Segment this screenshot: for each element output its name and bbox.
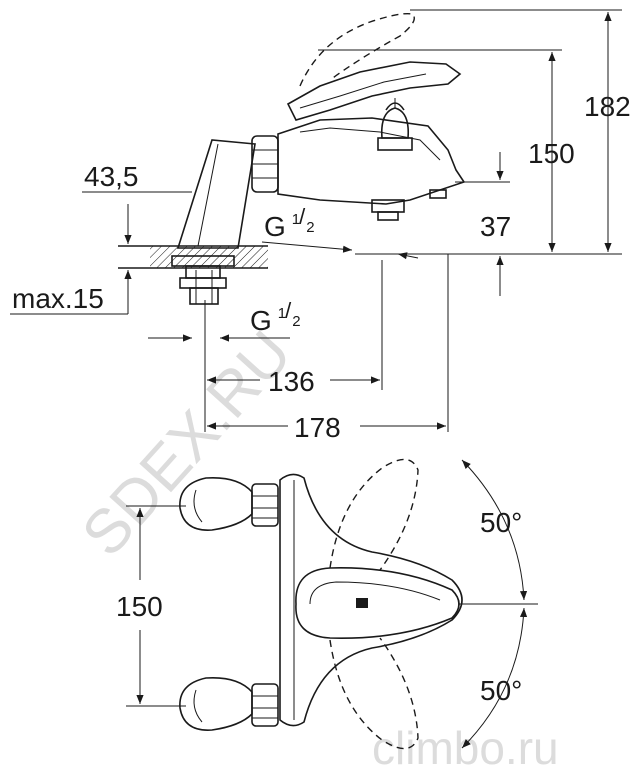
dim-max-15: max.15 [12,283,104,314]
dim-37: 37 [480,211,511,242]
top-view: 50° 50° 150 [116,458,538,750]
thread-bottom-main: G [250,305,272,336]
lower-inlet [179,676,279,731]
top-lever [295,567,460,639]
watermark-diagonal: SDEX.RU [69,318,305,569]
angle-upper: 50° [480,507,522,538]
thread-bottom-sup: 1 [278,305,286,322]
mixer-body [277,117,466,205]
svg-text:G1/2: G1/2 [250,298,301,336]
lever-handle [286,61,462,121]
lever-rotated-up [329,458,419,571]
connection-nut [251,135,279,193]
rotation-arc-upper [461,459,528,601]
angle-lower: 50° [480,675,522,706]
rotation-arc-lower [461,607,528,749]
spout-outlet [371,199,405,221]
dim-150-spacing: 150 [116,591,163,622]
brand-badge [356,598,368,608]
dim-182: 182 [584,91,631,122]
thread-top-main: G [264,211,286,242]
dim-43-5: 43,5 [84,161,139,192]
dim-136: 136 [268,366,315,397]
upper-inlet [179,476,279,531]
thread-bottom-sub: 2 [292,313,300,330]
dim-150-height: 150 [528,138,575,169]
svg-text:G1/2: G1/2 [264,204,315,242]
top-body [279,473,463,727]
dim-178: 178 [294,412,341,443]
mounting-shank [171,255,235,305]
deck-hatch [150,246,268,268]
pillar-body [176,139,256,249]
diverter-knob [377,98,413,151]
thread-top-sub: 2 [306,219,314,236]
thread-top-sup: 1 [292,211,300,228]
